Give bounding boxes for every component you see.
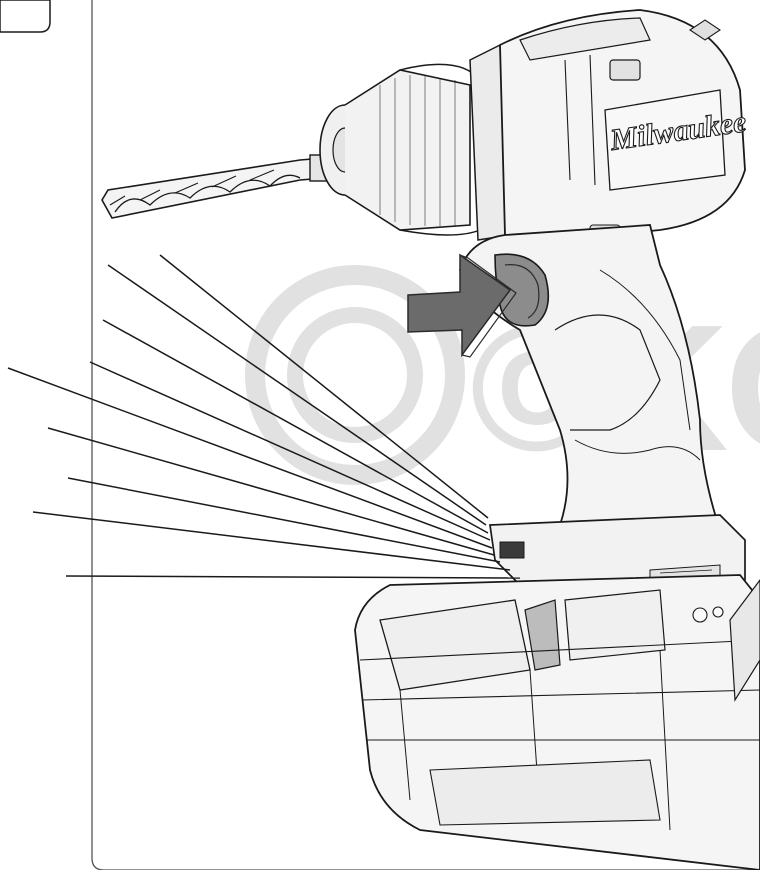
indicator-window xyxy=(499,541,525,559)
leader-line xyxy=(107,264,487,526)
leader-line xyxy=(67,477,501,563)
leader-line xyxy=(102,319,489,534)
leader-line xyxy=(32,511,511,571)
leader-line xyxy=(89,361,491,541)
chuck xyxy=(319,43,511,241)
leader-line xyxy=(47,427,495,556)
brand-logo-icon: Milwaukee xyxy=(604,89,749,191)
drill-bit-icon xyxy=(101,154,341,219)
leader-lines xyxy=(7,254,521,579)
battery-pack xyxy=(354,574,760,870)
drill-head: Milwaukee xyxy=(499,9,749,261)
label-box xyxy=(0,0,51,33)
leader-line xyxy=(65,575,521,579)
leader-line xyxy=(7,367,493,549)
press-arrow-icon xyxy=(407,253,517,358)
battery-interface xyxy=(489,514,746,586)
leader-line xyxy=(159,254,489,519)
